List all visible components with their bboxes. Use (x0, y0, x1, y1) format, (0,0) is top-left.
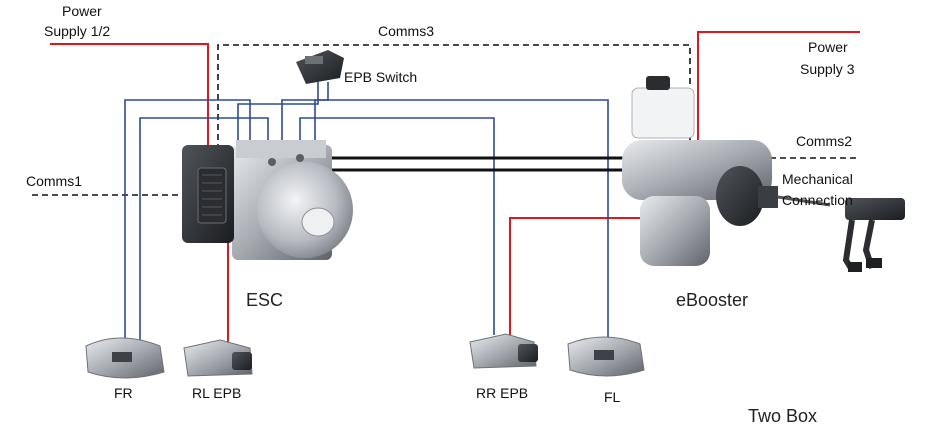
pedal-box (842, 198, 905, 272)
caliper-fl (567, 336, 645, 377)
esc-label: ESC (246, 290, 283, 310)
power-supply-3-label-line2: Supply 3 (800, 61, 855, 77)
epb-switch-line-a (237, 82, 319, 150)
hydraulic-lines (300, 156, 642, 172)
power-supply-3-label-line1: Power (808, 39, 848, 55)
fr-label: FR (114, 385, 133, 401)
comms3-label: Comms3 (378, 23, 434, 39)
esc-module (182, 140, 353, 260)
epb-switch-line-b (281, 82, 329, 150)
power-supply-12-label-line2: Supply 1/2 (44, 23, 110, 39)
power-supply-12-line (50, 43, 209, 160)
mechanical-label-line1: Mechanical (782, 171, 853, 187)
rl-epb-label: RL EPB (192, 385, 241, 401)
power-supply-3-line (697, 31, 860, 150)
rr-epb-power-line (509, 217, 668, 335)
rr-signal-line (299, 117, 495, 335)
epb-switch (296, 50, 344, 84)
two-box-label: Two Box (748, 406, 817, 426)
comms1-label: Comms1 (26, 173, 82, 189)
rl-signal-line (139, 117, 269, 348)
fl-label: FL (604, 389, 621, 405)
power-supply-12-label-line1: Power (62, 3, 102, 19)
comms2-label: Comms2 (796, 133, 852, 149)
caliper-rr-epb (469, 333, 538, 369)
ebooster (622, 76, 831, 266)
fr-signal-line (124, 99, 251, 340)
power-lines (50, 31, 860, 348)
signal-lines (124, 82, 609, 348)
epb-switch-label: EPB Switch (344, 69, 417, 85)
rr-epb-label: RR EPB (476, 385, 528, 401)
caliper-rl-epb (183, 339, 253, 377)
caliper-fr (85, 337, 165, 379)
fl-signal-line (314, 99, 609, 338)
ebooster-label: eBooster (676, 290, 748, 310)
mechanical-label-line2: Connection (782, 192, 853, 208)
